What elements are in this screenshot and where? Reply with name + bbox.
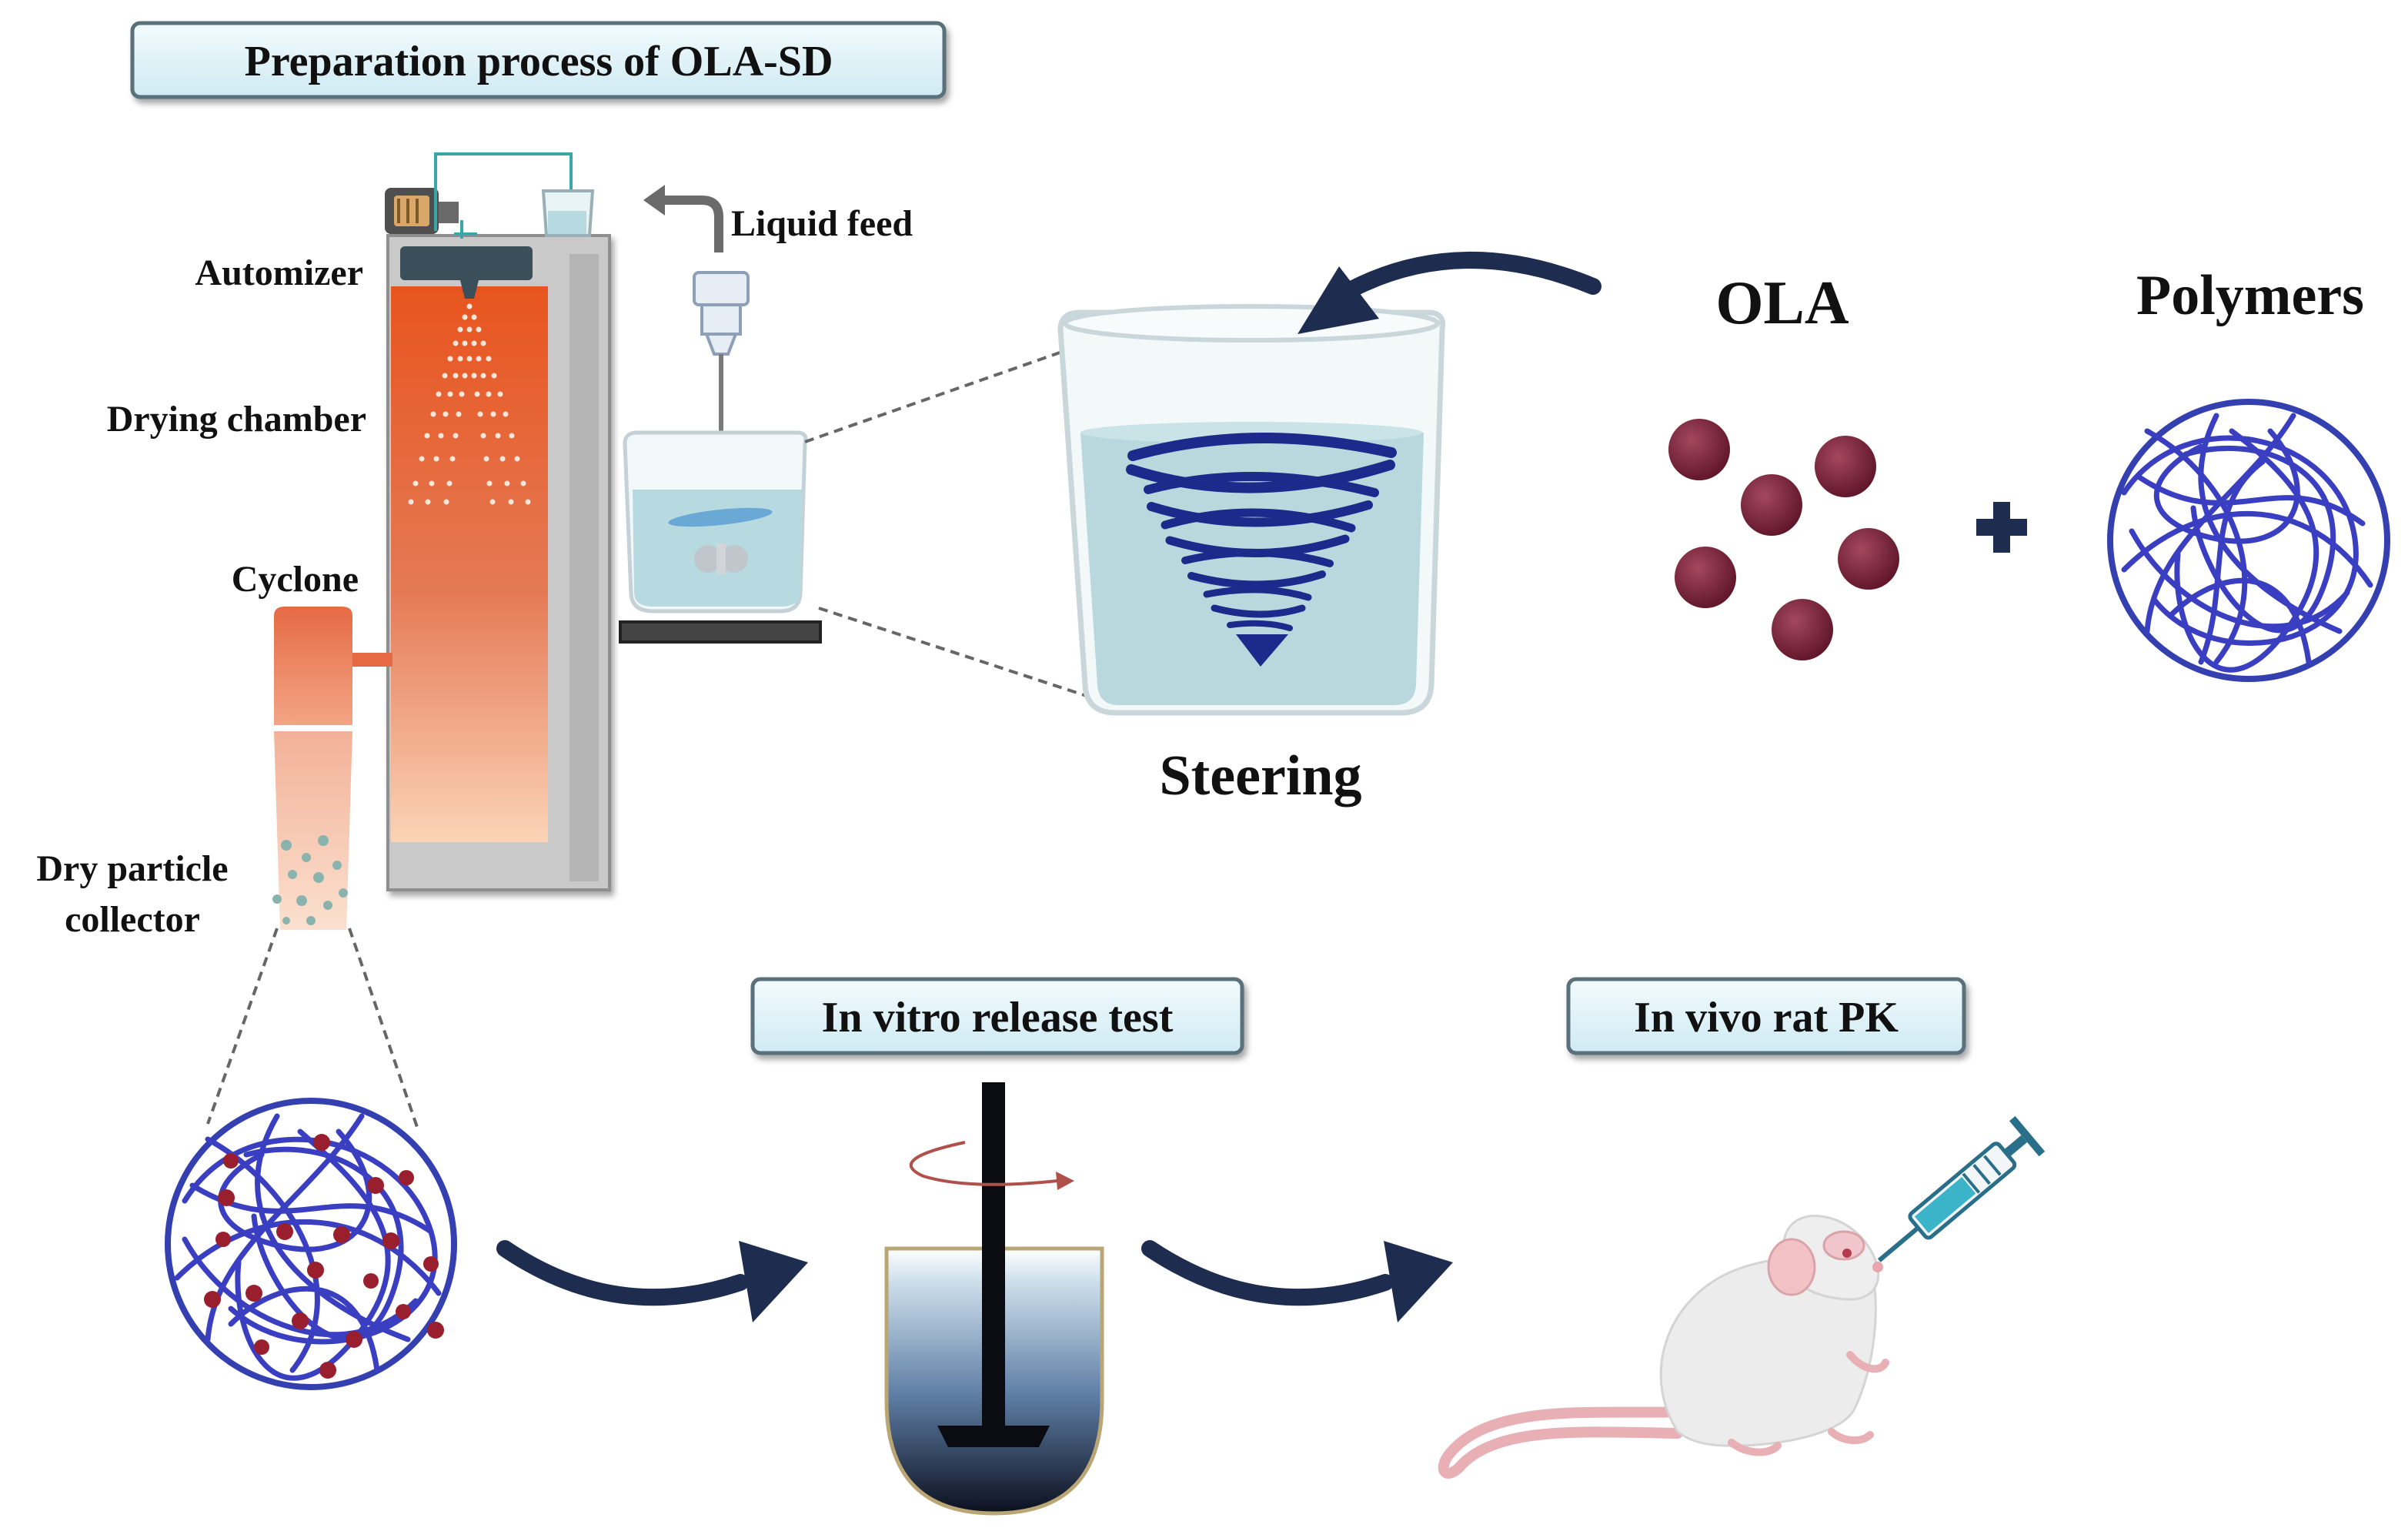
atomizer-motor bbox=[385, 188, 459, 234]
zoom-lines-beaker bbox=[804, 345, 1097, 700]
title-preparation: Preparation process of OLA-SD bbox=[245, 38, 833, 85]
rat-tail bbox=[1438, 1406, 1691, 1479]
spray-dryer bbox=[272, 152, 611, 930]
arrow-into-beaker bbox=[1298, 251, 1601, 334]
paddle-blade bbox=[937, 1426, 1050, 1447]
polymer-ball bbox=[2107, 399, 2390, 682]
arrow-to-in-vitro bbox=[496, 1240, 808, 1322]
title-in-vivo: In vivo rat PK bbox=[1634, 994, 1899, 1041]
arrow-to-in-vivo bbox=[1141, 1240, 1453, 1322]
large-beaker bbox=[1057, 304, 1446, 716]
ola-particles bbox=[1668, 419, 1899, 660]
rat-eye bbox=[1842, 1249, 1852, 1258]
spray-cone bbox=[408, 303, 531, 505]
label-polymers: Polymers bbox=[2136, 264, 2364, 327]
plus-icon bbox=[1976, 502, 2027, 553]
atomizer-head bbox=[400, 246, 533, 280]
stirrer-motor bbox=[693, 271, 750, 556]
liquid-feed-arrow bbox=[643, 185, 723, 252]
paddle-shaft bbox=[982, 1082, 1005, 1429]
rotation-arrow bbox=[909, 1141, 1074, 1190]
vortex bbox=[1126, 432, 1397, 631]
drying-chamber bbox=[391, 286, 548, 842]
label-collector: collector bbox=[65, 899, 200, 940]
label-dry-particle: Dry particle bbox=[36, 848, 228, 889]
dryer-frame-side bbox=[569, 254, 599, 881]
collector-particles bbox=[272, 835, 348, 925]
title-box-in-vivo: In vivo rat PK bbox=[1566, 977, 1966, 1055]
hot-plate bbox=[619, 620, 822, 644]
label-automizer: Automizer bbox=[195, 252, 363, 293]
title-in-vitro: In vitro release test bbox=[822, 994, 1174, 1041]
reservoir-cup bbox=[541, 189, 595, 237]
label-cyclone: Cyclone bbox=[232, 559, 359, 600]
label-steering: Steering bbox=[1159, 744, 1361, 807]
solid-dispersion-particle bbox=[165, 1098, 457, 1390]
rat-ear bbox=[1767, 1238, 1816, 1296]
rat-illustration bbox=[1438, 1215, 1889, 1479]
title-box-preparation: Preparation process of OLA-SD bbox=[130, 21, 947, 99]
label-ola: OLA bbox=[1715, 269, 1849, 337]
zoom-lines-collector bbox=[206, 928, 420, 1132]
label-liquid-feed: Liquid feed bbox=[731, 203, 913, 244]
small-beaker bbox=[623, 430, 808, 614]
cyclone-connector bbox=[352, 653, 392, 667]
dry-particle-collector bbox=[274, 731, 352, 930]
title-box-in-vitro: In vitro release test bbox=[750, 977, 1244, 1055]
nozzle bbox=[460, 280, 479, 299]
label-drying-chamber: Drying chamber bbox=[107, 399, 366, 440]
cyclone bbox=[274, 607, 352, 725]
dissolution-vessel bbox=[884, 1082, 1104, 1516]
syringe-icon bbox=[1877, 1115, 2046, 1262]
